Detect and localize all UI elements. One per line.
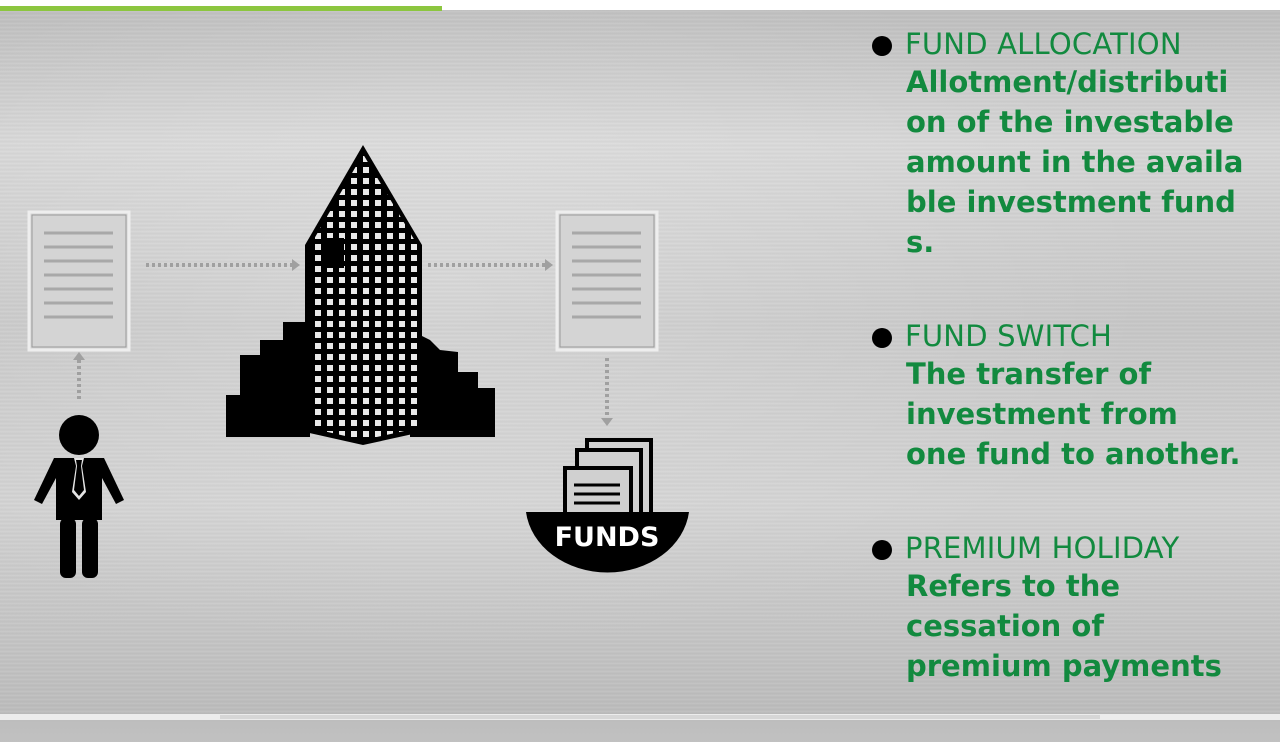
fund-document-icon [555, 210, 659, 352]
term-description: The transfer of investment from one fund… [906, 357, 1241, 471]
policyholder-person-icon [34, 415, 124, 578]
flow-arrows [73, 259, 613, 426]
insurance-diagram: FUNDS [27, 145, 689, 578]
glossary-terms-list: FUND ALLOCATION Allotment/distribution o… [870, 26, 1270, 742]
term-heading: FUND ALLOCATION [905, 27, 1182, 61]
glossary-term: FUND ALLOCATION Allotment/distribution o… [870, 26, 1270, 262]
term-heading: PREMIUM HOLIDAY [905, 531, 1180, 565]
glossary-term: FUND SWITCH The transfer of investment f… [870, 318, 1270, 474]
bullet-icon [872, 328, 892, 348]
video-top-bar [0, 0, 1280, 11]
funds-bowl-icon [526, 438, 689, 573]
bullet-icon [872, 36, 892, 56]
funds-label: FUNDS [555, 522, 660, 553]
term-heading: FUND SWITCH [905, 319, 1113, 353]
glossary-term: PREMIUM HOLIDAY Refers to the cessation … [870, 530, 1270, 686]
policy-document-icon [27, 210, 131, 352]
bullet-icon [872, 540, 892, 560]
insurance-company-building-icon [226, 145, 495, 445]
term-description: Refers to the cessation of premium payme… [906, 569, 1222, 683]
scroll-thumb[interactable] [220, 715, 1100, 719]
term-description: Allotment/distribution of the investable… [906, 65, 1244, 259]
video-progress-bar[interactable] [0, 6, 442, 11]
video-bottom-bar [0, 714, 1280, 720]
